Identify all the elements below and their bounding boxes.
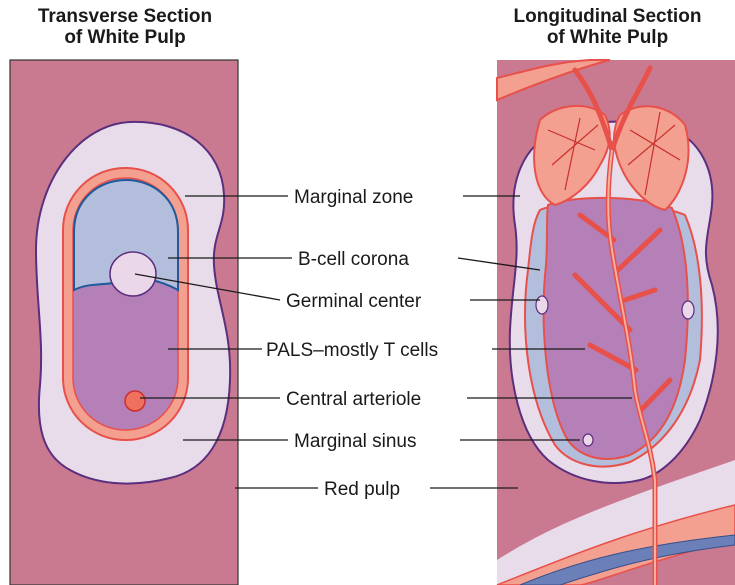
label-b-cell-corona: B-cell corona [298, 249, 409, 270]
transverse-section [10, 60, 238, 585]
label-germinal-center: Germinal center [286, 291, 422, 312]
label-marginal-zone: Marginal zone [294, 187, 413, 208]
central-arteriole-left [125, 391, 145, 411]
pals-right [544, 198, 688, 459]
sinus-circle-2 [682, 301, 694, 319]
label-central-arteriole: Central arteriole [286, 389, 421, 410]
label-marginal-sinus: Marginal sinus [294, 431, 417, 452]
label-red-pulp: Red pulp [324, 479, 400, 500]
sinus-circle-1 [536, 296, 548, 314]
sinus-circle-3 [583, 434, 593, 446]
germinal-center-left [110, 252, 156, 296]
longitudinal-section [497, 60, 735, 585]
label-pals: PALS–mostly T cells [266, 340, 438, 361]
